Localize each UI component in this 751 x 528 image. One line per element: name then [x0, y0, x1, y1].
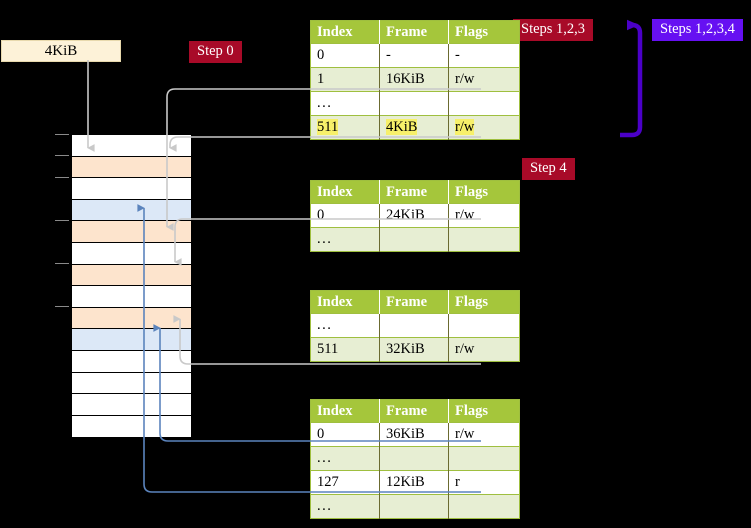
cell-index: ...	[310, 494, 380, 519]
step-4-badge: Step 4	[522, 158, 575, 180]
cell-frame: 12KiB	[379, 470, 449, 495]
column-header-flags: Flags	[448, 399, 520, 423]
cell-flags: r	[448, 470, 520, 495]
table-row: ...	[310, 494, 520, 519]
cell-frame: 4KiB	[379, 115, 449, 140]
steps-1234-badge: Steps 1,2,3,4	[652, 19, 743, 41]
table-row: 127 12KiB r	[310, 470, 520, 495]
cell-index: ...	[310, 227, 380, 252]
cell-index: 1	[310, 67, 380, 92]
cell-index-text: 511	[317, 119, 339, 135]
cell-flags	[448, 313, 520, 338]
memory-row	[72, 156, 191, 179]
cell-flags: r/w	[448, 422, 520, 447]
memory-row	[72, 351, 191, 373]
cell-index: 0	[310, 43, 380, 68]
physical-memory-column	[71, 134, 191, 438]
cell-index: ...	[310, 446, 380, 471]
cell-index: ...	[310, 313, 380, 338]
cell-flags: r/w	[448, 67, 520, 92]
column-header-frame: Frame	[379, 399, 449, 423]
pt-table: Index Frame Flags 0 36KiB r/w ... 127 12…	[310, 399, 520, 519]
memory-tick	[55, 177, 69, 178]
cell-flags	[448, 91, 520, 116]
cell-frame: 16KiB	[379, 67, 449, 92]
table-row: ...	[310, 227, 520, 252]
column-header-index: Index	[310, 20, 380, 44]
column-header-frame: Frame	[379, 20, 449, 44]
table-row: 511 4KiB r/w	[310, 115, 520, 140]
table-row: ...	[310, 91, 520, 116]
cell-flags: r/w	[448, 337, 520, 362]
cell-flags: r/w	[448, 115, 520, 140]
table-row: 0 36KiB r/w	[310, 422, 520, 447]
memory-row	[72, 307, 191, 330]
cell-index: 0	[310, 203, 380, 228]
table-header-row: Index Frame Flags	[310, 180, 520, 204]
cell-flags	[448, 446, 520, 471]
memory-row	[72, 372, 191, 395]
table-row: ...	[310, 313, 520, 338]
column-header-flags: Flags	[448, 180, 520, 204]
cell-frame-text: 4KiB	[386, 119, 418, 135]
column-header-index: Index	[310, 290, 380, 314]
cell-frame: -	[379, 43, 449, 68]
cell-frame	[379, 446, 449, 471]
cell-frame	[379, 313, 449, 338]
cell-frame: 32KiB	[379, 337, 449, 362]
cell-frame	[379, 227, 449, 252]
pd-table: Index Frame Flags ... 511 32KiB r/w	[310, 290, 520, 362]
memory-tick	[55, 155, 69, 156]
table-header-row: Index Frame Flags	[310, 290, 520, 314]
memory-row	[72, 415, 191, 438]
column-header-flags: Flags	[448, 20, 520, 44]
cell-frame: 36KiB	[379, 422, 449, 447]
memory-tick	[55, 263, 69, 264]
purple-recursion-arrow	[620, 19, 643, 138]
memory-size-label: 4KiB	[1, 40, 121, 62]
column-header-flags: Flags	[448, 290, 520, 314]
memory-row	[72, 264, 191, 287]
table-row: 511 32KiB r/w	[310, 337, 520, 362]
memory-row	[72, 199, 191, 222]
cell-flags: r/w	[448, 203, 520, 228]
column-header-frame: Frame	[379, 180, 449, 204]
table-row: ...	[310, 446, 520, 471]
memory-tick	[55, 134, 69, 135]
column-header-frame: Frame	[379, 290, 449, 314]
cell-frame	[379, 91, 449, 116]
cell-index: 0	[310, 422, 380, 447]
memory-row	[72, 135, 191, 157]
step-0-badge: Step 0	[189, 41, 242, 63]
cell-flags	[448, 227, 520, 252]
cell-index: 511	[310, 337, 380, 362]
cell-flags-text: r/w	[455, 119, 475, 135]
pml4-table: Index Frame Flags 0 - - 1 16KiB r/w ...	[310, 20, 520, 140]
cell-flags	[448, 494, 520, 519]
steps-123-badge: Steps 1,2,3	[513, 19, 594, 41]
memory-tick	[55, 220, 69, 221]
memory-row	[72, 243, 191, 265]
cell-flags: -	[448, 43, 520, 68]
memory-row	[72, 394, 191, 416]
memory-row	[72, 178, 191, 200]
table-row: 0 24KiB r/w	[310, 203, 520, 228]
cell-index: ...	[310, 91, 380, 116]
memory-tick	[55, 306, 69, 307]
pdp-table: Index Frame Flags 0 24KiB r/w ...	[310, 180, 520, 252]
memory-row	[72, 286, 191, 308]
table-header-row: Index Frame Flags	[310, 399, 520, 423]
memory-row	[72, 329, 191, 351]
column-header-index: Index	[310, 399, 380, 423]
table-row: 0 - -	[310, 43, 520, 68]
table-header-row: Index Frame Flags	[310, 20, 520, 44]
cell-index: 511	[310, 115, 380, 140]
column-header-index: Index	[310, 180, 380, 204]
table-row: 1 16KiB r/w	[310, 67, 520, 92]
cell-index: 127	[310, 470, 380, 495]
cell-frame	[379, 494, 449, 519]
cell-frame: 24KiB	[379, 203, 449, 228]
memory-row	[72, 221, 191, 243]
